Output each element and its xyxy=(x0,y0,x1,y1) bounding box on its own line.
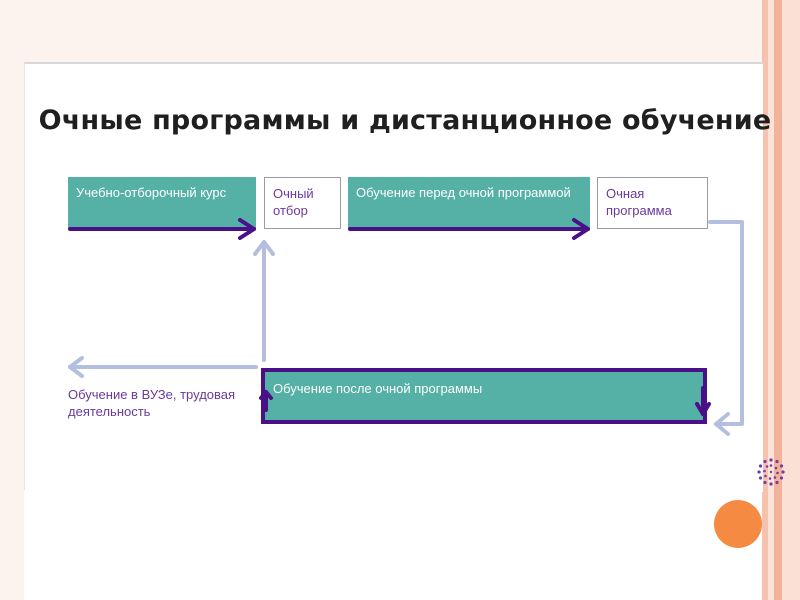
dotted-circle-logo-icon xyxy=(757,458,785,486)
arrow-obuch-to-programma xyxy=(348,218,590,240)
decor-stripe xyxy=(768,0,774,600)
decor-stripe xyxy=(762,0,768,600)
orange-circle-decoration-icon xyxy=(714,500,762,548)
step-uchebno-otborochny-kurs: Учебно-отборочный курс xyxy=(68,177,256,229)
slide-bottom-area xyxy=(24,490,762,600)
step-ochny-otbor: Очный отбор xyxy=(264,177,341,229)
arrow-after-to-otbor xyxy=(253,240,275,362)
arrow-after-start-mark xyxy=(259,390,273,412)
step-ochnaya-programma: Очная программа xyxy=(597,177,708,229)
arrow-kurs-to-otbor xyxy=(68,218,256,240)
decor-stripe xyxy=(782,0,800,600)
exit-label: Обучение в ВУЗе, трудовая деятельность xyxy=(68,387,236,419)
arrow-to-exit xyxy=(68,356,258,378)
step-obuchenie-posle-programmy: Обучение после очной программы xyxy=(261,368,707,424)
arrow-after-end-mark xyxy=(695,386,711,416)
arrow-programma-to-after xyxy=(708,220,744,436)
decor-stripe xyxy=(774,0,782,600)
slide-title: Очные программы и дистанционное обучение xyxy=(38,105,772,136)
step-obuchenie-pered-programmoy: Обучение перед очной программой xyxy=(348,177,590,229)
